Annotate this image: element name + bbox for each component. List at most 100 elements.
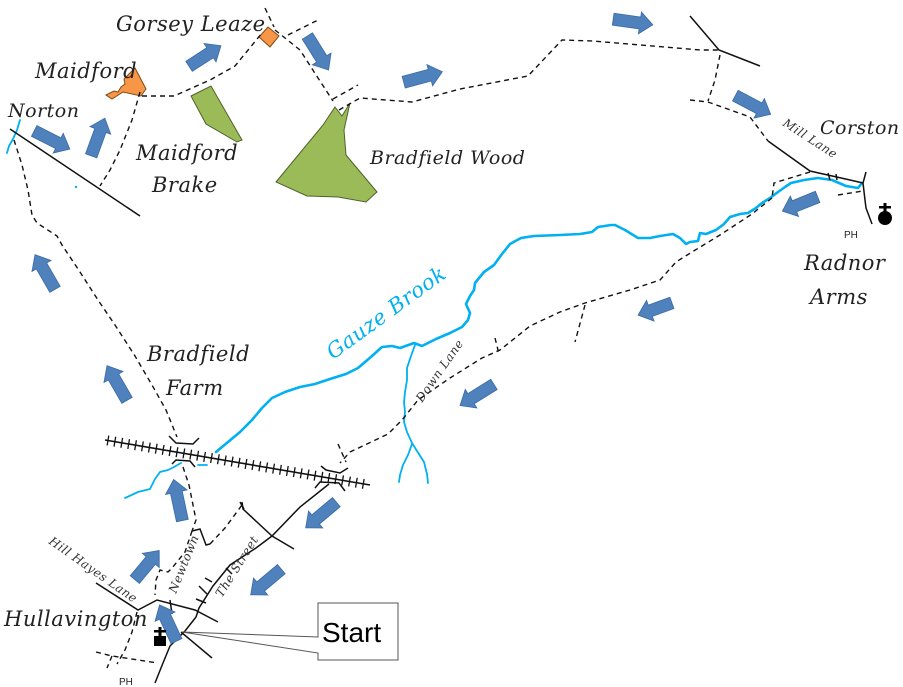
hill-hayes-lane-road (95, 582, 219, 623)
maidford-brake-wood (190, 85, 243, 143)
label-maidford: Maidford (34, 59, 137, 83)
label-hullavington: Hullavington (3, 607, 148, 631)
railway-sleeper (341, 475, 345, 486)
gauze-brook-stream (214, 176, 864, 454)
the-street-tick-3 (198, 585, 208, 595)
railway-sleeper (272, 463, 276, 474)
railway-sleeper (154, 443, 158, 454)
footpath-gorsey-east (287, 19, 319, 36)
label-newtown: Newtown (165, 533, 201, 596)
arrow-newtown-north-icon (164, 478, 189, 523)
bridge-east-north-parapet (320, 465, 349, 474)
footpath-newtown-south (154, 530, 193, 596)
railway-sleeper (168, 446, 172, 457)
label-down-lane: Down Lane (412, 337, 466, 406)
footpath-bradfield-wood-east (338, 39, 719, 111)
footpath-corston-link (707, 54, 721, 102)
label-radnor-arms-line2: Arms (808, 285, 868, 309)
newtown-bracket (191, 528, 211, 546)
railway-sleeper (320, 471, 324, 482)
railway-sleeper (223, 455, 227, 466)
railway-sleeper (196, 450, 200, 461)
footpath-down-lane-tick (494, 337, 500, 355)
arrow-bradfield-farm-icon (103, 365, 133, 404)
railway-sleeper (327, 472, 331, 484)
mill-lane-road (767, 140, 864, 184)
footpath-bradfield-wood-spur (332, 84, 359, 100)
railway-sleeper (134, 440, 138, 451)
arrow-down-lane-icon (459, 378, 498, 409)
arrow-to-corston-icon (731, 89, 772, 119)
arrow-west-north-icon (31, 254, 61, 293)
walk-direction-arrows (30, 11, 821, 645)
railway-sleeper (216, 454, 220, 465)
bridge-east-south-parapet (314, 481, 346, 492)
footpath-corston-brook-loop (771, 171, 864, 199)
railway-sleeper (175, 447, 179, 458)
railway-sleeper (127, 438, 131, 450)
railway-sleeper (348, 476, 351, 487)
railway-sleeper (265, 462, 269, 473)
pond-dot (74, 185, 78, 189)
railway-sleeper (147, 442, 151, 453)
footpath-railway-east-spur (337, 443, 347, 463)
label-ph-corston: PH (844, 230, 858, 241)
corston-main-road (862, 171, 873, 225)
railway-sleeper (251, 460, 255, 471)
railway-sleeper (244, 458, 248, 469)
railway-sleeper (285, 465, 289, 477)
arrow-norton-east-icon (30, 125, 71, 154)
railway-sleeper (299, 468, 303, 479)
railway-sleeper (120, 437, 124, 448)
label-bradfield-farm-line1: Bradfield (146, 342, 250, 366)
label-gorsey-leaze: Gorsey Leaze (116, 12, 266, 36)
streams (6, 119, 864, 499)
norton-stream (6, 119, 21, 154)
arrow-from-corston-icon (781, 190, 821, 218)
gorsey-leaze-building (258, 26, 280, 48)
the-street-tick-4 (195, 598, 207, 604)
railway-sleeper (203, 451, 207, 462)
start-callout-box (181, 602, 399, 661)
footpaths (13, 7, 864, 669)
the-street-tick-2 (204, 577, 213, 583)
the-street-road (184, 483, 330, 632)
railway-sleeper (161, 444, 165, 455)
side-road-tick (239, 501, 245, 510)
bridge-west-south-parapet (171, 459, 196, 468)
label-norton: Norton (7, 100, 79, 122)
railway-sleeper (230, 456, 234, 467)
arrow-the-street-icon (250, 563, 286, 596)
label-hill-hayes-lane: Hill Hayes Lane (45, 533, 140, 605)
label-bradfield-farm-line2: Farm (165, 376, 224, 400)
footpath-hullavington-south (106, 655, 113, 669)
railway-sleeper (182, 448, 186, 459)
arrow-top-east-icon (611, 11, 654, 35)
footpath-norton-south (13, 139, 178, 438)
church-with-tower-icon (154, 627, 166, 646)
label-bradfield-wood: Bradfield Wood (369, 147, 525, 169)
arrow-start-icon (154, 604, 183, 645)
label-maidford-brake-line1: Maidford (135, 141, 238, 165)
railway-sleeper (106, 435, 110, 446)
footpath-maidford-gorsey (142, 32, 263, 97)
railway-sleeper (237, 457, 241, 468)
label-corston: Corston (820, 117, 900, 139)
bradfield-wood (275, 102, 378, 203)
arrow-to-maidford-icon (85, 117, 112, 159)
railway-sleeper (140, 441, 144, 452)
footpath-gorsey-north (264, 7, 275, 28)
footpath-hullavington-southwest (95, 651, 159, 664)
maidford-farm-building (105, 67, 147, 100)
buildings (105, 26, 280, 100)
bridge-west-north-parapet (168, 435, 200, 445)
gauze-brook-tributary (403, 344, 429, 484)
church-road-east (180, 631, 213, 659)
railway-sleeper (292, 467, 296, 478)
mill-lane-tick-1 (827, 172, 831, 181)
railway-sleeper (189, 449, 193, 460)
label-radnor-arms-line1: Radnor (803, 251, 887, 275)
start-label: Start (322, 617, 381, 648)
footpath-down-lane-spur (574, 304, 586, 343)
